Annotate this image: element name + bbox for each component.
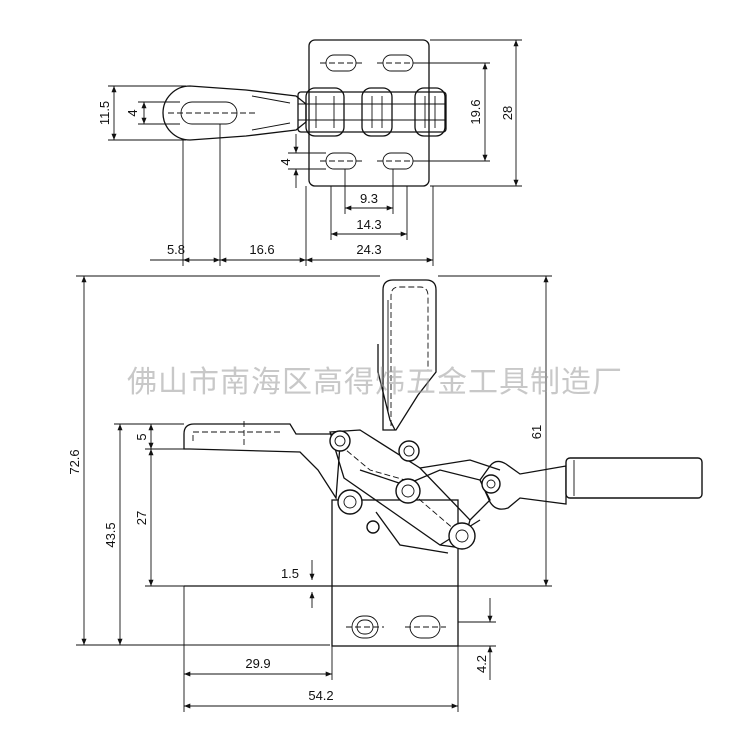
dim-29-9: 29.9 (245, 656, 270, 671)
dim-28: 28 (500, 106, 515, 120)
dim-24-3: 24.3 (356, 242, 381, 257)
dim-54-2: 54.2 (308, 688, 333, 703)
dim-11-5: 11.5 (97, 101, 112, 125)
dim-9-3: 9.3 (360, 191, 378, 206)
dim-5-8: 5.8 (167, 242, 185, 257)
top-view: 11.5 4 19.6 28 4 9.3 14.3 (97, 39, 522, 266)
dim-5: 5 (134, 433, 149, 440)
side-mounting-slots (346, 615, 446, 639)
side-base (331, 499, 459, 647)
dim-4-left: 4 (125, 109, 140, 116)
dim-4-2: 4.2 (474, 655, 489, 673)
dim-61: 61 (529, 425, 544, 439)
dim-72-6: 72.6 (67, 449, 82, 474)
top-clamp-arm (162, 85, 307, 141)
dim-27: 27 (134, 511, 149, 525)
top-mounting-slots (320, 54, 419, 170)
dim-4-mid: 4 (278, 158, 293, 165)
watermark: 佛山市南海区高得炜五金工具制造厂 (127, 365, 623, 400)
dim-19-6: 19.6 (468, 99, 483, 124)
top-base-plate (308, 39, 430, 187)
side-spindle (377, 279, 437, 431)
dim-14-3: 14.3 (356, 217, 381, 232)
handle-grip (565, 457, 703, 499)
side-clamp-arm (183, 423, 341, 500)
side-view: 72.6 43.5 5 27 61 1.5 4.2 29.9 (67, 275, 703, 712)
dim-43-5: 43.5 (103, 522, 118, 547)
dim-16-6: 16.6 (249, 242, 274, 257)
side-pivot-pins (329, 430, 501, 550)
top-linkage (297, 87, 447, 137)
dim-1-5: 1.5 (281, 566, 299, 581)
side-handle (479, 457, 703, 510)
